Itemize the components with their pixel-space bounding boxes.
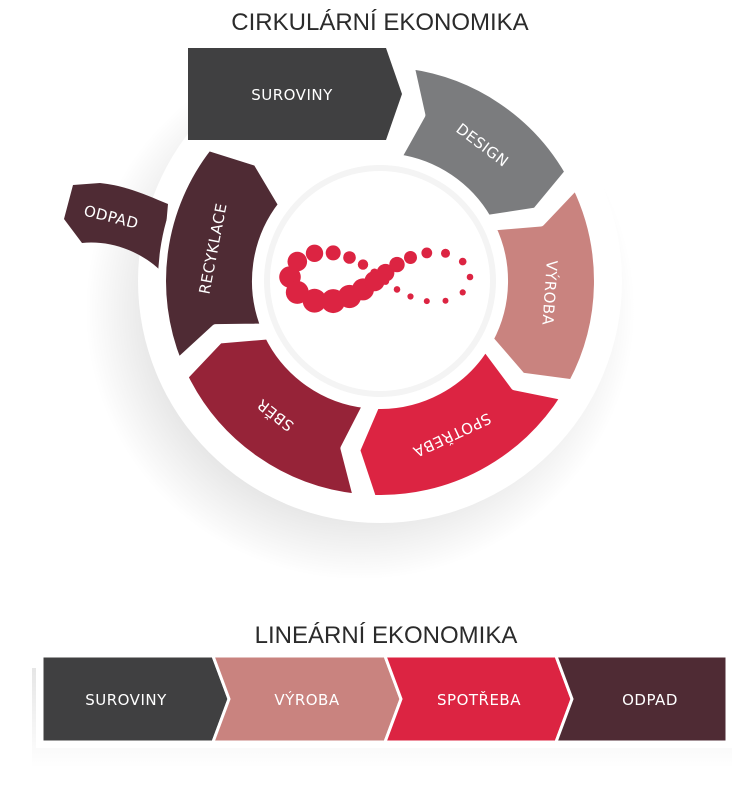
segment-label-1: VÝROBA [538, 260, 562, 327]
segment-0 [393, 61, 573, 223]
logo-dot [423, 298, 430, 305]
segment-4 [158, 142, 287, 367]
odpad-branch [64, 183, 168, 272]
circular-title: CIRKULÁRNÍ EKONOMIKA [231, 9, 528, 36]
infinity-icon [279, 244, 474, 314]
logo-dot [404, 251, 417, 264]
logo-dot [442, 297, 449, 304]
logo-dot [393, 286, 401, 293]
linear-step-3 [553, 654, 729, 744]
logo-dot [459, 289, 466, 296]
logo-dot [441, 248, 450, 258]
logo-dot [325, 245, 341, 261]
logo-dot [421, 247, 433, 259]
logo-dot [357, 259, 369, 270]
segment-2 [352, 342, 569, 503]
linear-step-label-1: VÝROBA [274, 690, 339, 709]
logo-dot [407, 293, 414, 300]
segment-3 [180, 331, 371, 502]
linear-title: LINEÁRNÍ EKONOMIKA [255, 622, 518, 649]
start-suroviny-label: SUROVINY [251, 86, 333, 104]
start-suroviny [188, 48, 402, 140]
logo-dot [389, 256, 405, 273]
logo-dot [302, 288, 327, 313]
linear-step-label-0: SUROVINY [85, 691, 167, 709]
logo-dot [466, 273, 474, 281]
linear-step-label-3: ODPAD [622, 691, 678, 709]
logo-dot [305, 244, 324, 262]
linear-step-label-2: SPOTŘEBA [437, 690, 521, 709]
segment-1 [485, 181, 602, 388]
logo-dot [376, 263, 395, 282]
logo-dot [343, 251, 356, 264]
logo-dot [458, 257, 467, 266]
